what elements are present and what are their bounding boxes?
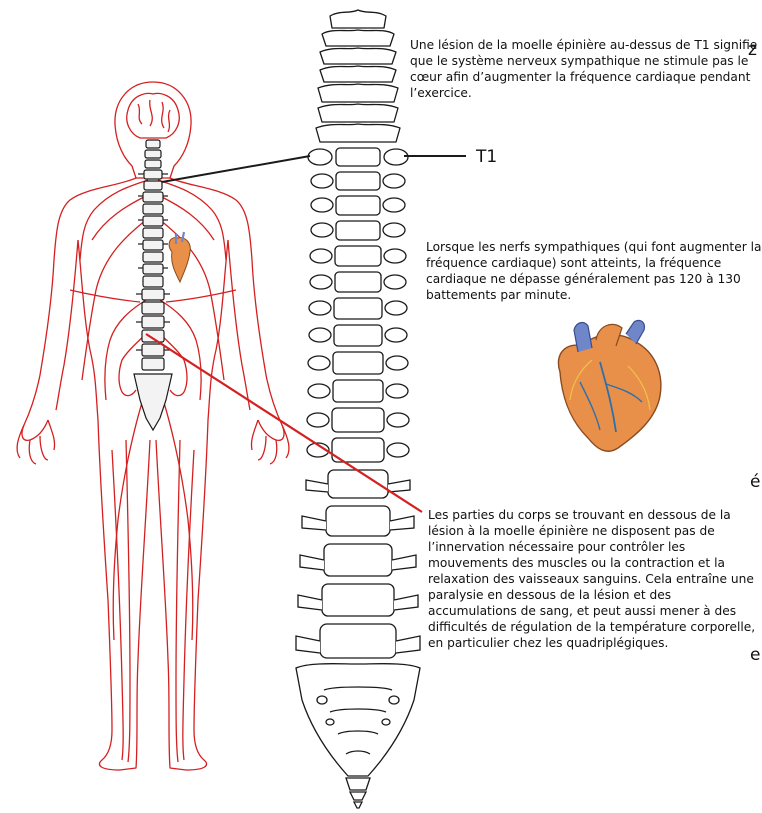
cropped-glyph-1: z <box>748 40 757 60</box>
note-sympathetic: Lorsque les nerfs sympathiques (qui font… <box>426 239 762 303</box>
cropped-glyph-3: e <box>750 645 760 665</box>
note-below-lesion: Les parties du corps se trouvant en dess… <box>428 507 762 651</box>
body-spine <box>134 140 172 430</box>
t1-connector-body <box>162 156 310 182</box>
sacrum <box>296 664 420 808</box>
vertebral-column <box>316 10 400 142</box>
t1-label: T1 <box>476 147 497 167</box>
body-heart-icon <box>169 232 190 282</box>
note-above-t1: Une lésion de la moelle épinière au-dess… <box>410 37 760 101</box>
thoracic-lumbar-vertebrae <box>296 148 420 658</box>
cropped-glyph-2: é <box>750 472 760 492</box>
heart-icon <box>558 320 660 451</box>
